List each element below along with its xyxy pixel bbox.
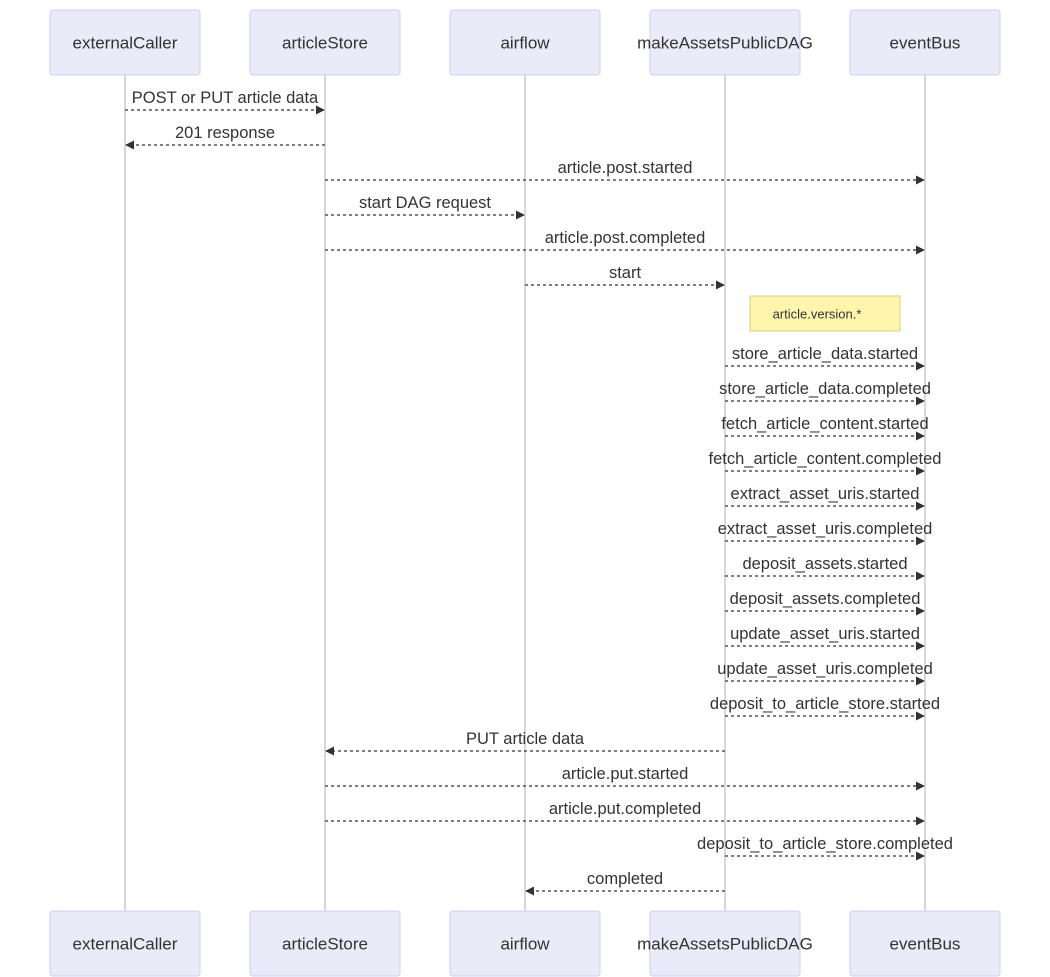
actor-box [49, 9, 201, 76]
message-label: article.put.started [562, 765, 689, 783]
message-8: fetch_article_content.started [721, 415, 929, 441]
message-18: article.put.started [325, 765, 925, 791]
actor-box [449, 9, 601, 76]
actor-top-articleStore: articleStore [249, 9, 401, 76]
note-text: article.version.* [773, 307, 862, 322]
message-0: POST or PUT article data [125, 89, 325, 115]
actor-box [249, 9, 401, 76]
actor-box [249, 910, 401, 977]
actor-label: airflow [500, 34, 550, 53]
actor-label: eventBus [890, 34, 961, 53]
actor-label: airflow [500, 935, 550, 954]
message-label: article.put.completed [549, 800, 701, 818]
actor-label: eventBus [890, 935, 961, 954]
note: article.version.* [749, 295, 901, 332]
message-17: PUT article data [325, 730, 725, 756]
message-3: start DAG request [325, 194, 525, 220]
message-1: 201 response [125, 124, 325, 150]
message-label: extract_asset_uris.started [731, 485, 920, 503]
message-label: fetch_article_content.started [721, 415, 928, 433]
message-10: extract_asset_uris.started [725, 485, 925, 511]
message-21: completed [525, 870, 725, 896]
message-5: start [525, 264, 725, 290]
message-label: deposit_to_article_store.started [710, 695, 940, 713]
message-label: update_asset_uris.completed [717, 660, 933, 678]
message-12: deposit_assets.started [725, 555, 925, 581]
message-19: article.put.completed [325, 800, 925, 826]
actor-box [849, 910, 1001, 977]
message-9: fetch_article_content.completed [709, 450, 942, 476]
message-label: deposit_to_article_store.completed [697, 835, 953, 853]
message-label: start [609, 264, 642, 282]
message-label: fetch_article_content.completed [709, 450, 942, 468]
message-label: update_asset_uris.started [730, 625, 920, 643]
actor-bottom-eventBus: eventBus [849, 910, 1001, 977]
actor-box [849, 9, 1001, 76]
message-label: store_article_data.started [732, 345, 918, 363]
actor-top-airflow: airflow [449, 9, 601, 76]
actor-box [649, 9, 801, 76]
message-11: extract_asset_uris.completed [718, 520, 933, 546]
message-13: deposit_assets.completed [725, 590, 925, 616]
actor-label: makeAssetsPublicDAG [637, 935, 813, 954]
actor-box [449, 910, 601, 977]
actor-label: makeAssetsPublicDAG [637, 34, 813, 53]
actor-label: externalCaller [73, 935, 178, 954]
message-label: extract_asset_uris.completed [718, 520, 933, 538]
message-label: completed [587, 870, 663, 888]
message-label: 201 response [175, 124, 275, 142]
message-label: start DAG request [359, 194, 491, 212]
note-box [749, 295, 901, 332]
message-label: article.post.completed [545, 229, 706, 247]
message-label: PUT article data [466, 730, 585, 748]
actor-bottom-externalCaller: externalCaller [49, 910, 201, 977]
actor-label: articleStore [282, 34, 368, 53]
actor-label: externalCaller [73, 34, 178, 53]
message-15: update_asset_uris.completed [717, 660, 933, 686]
message-label: deposit_assets.started [742, 555, 907, 573]
message-7: store_article_data.completed [719, 380, 931, 406]
message-16: deposit_to_article_store.started [710, 695, 940, 721]
message-4: article.post.completed [325, 229, 925, 255]
message-2: article.post.started [325, 159, 925, 185]
actor-bottom-articleStore: articleStore [249, 910, 401, 977]
actor-box [49, 910, 201, 977]
actor-box [649, 910, 801, 977]
actor-label: articleStore [282, 935, 368, 954]
message-label: store_article_data.completed [719, 380, 931, 398]
actor-top-makeAssetsPublicDAG: makeAssetsPublicDAG [637, 9, 813, 76]
message-label: article.post.started [558, 159, 693, 177]
actor-top-eventBus: eventBus [849, 9, 1001, 76]
message-label: POST or PUT article data [132, 89, 319, 107]
message-6: store_article_data.started [725, 345, 925, 371]
actor-bottom-airflow: airflow [449, 910, 601, 977]
actor-bottom-makeAssetsPublicDAG: makeAssetsPublicDAG [637, 910, 813, 977]
message-20: deposit_to_article_store.completed [697, 835, 953, 861]
message-label: deposit_assets.completed [730, 590, 921, 608]
message-14: update_asset_uris.started [725, 625, 925, 651]
actor-top-externalCaller: externalCaller [49, 9, 201, 76]
